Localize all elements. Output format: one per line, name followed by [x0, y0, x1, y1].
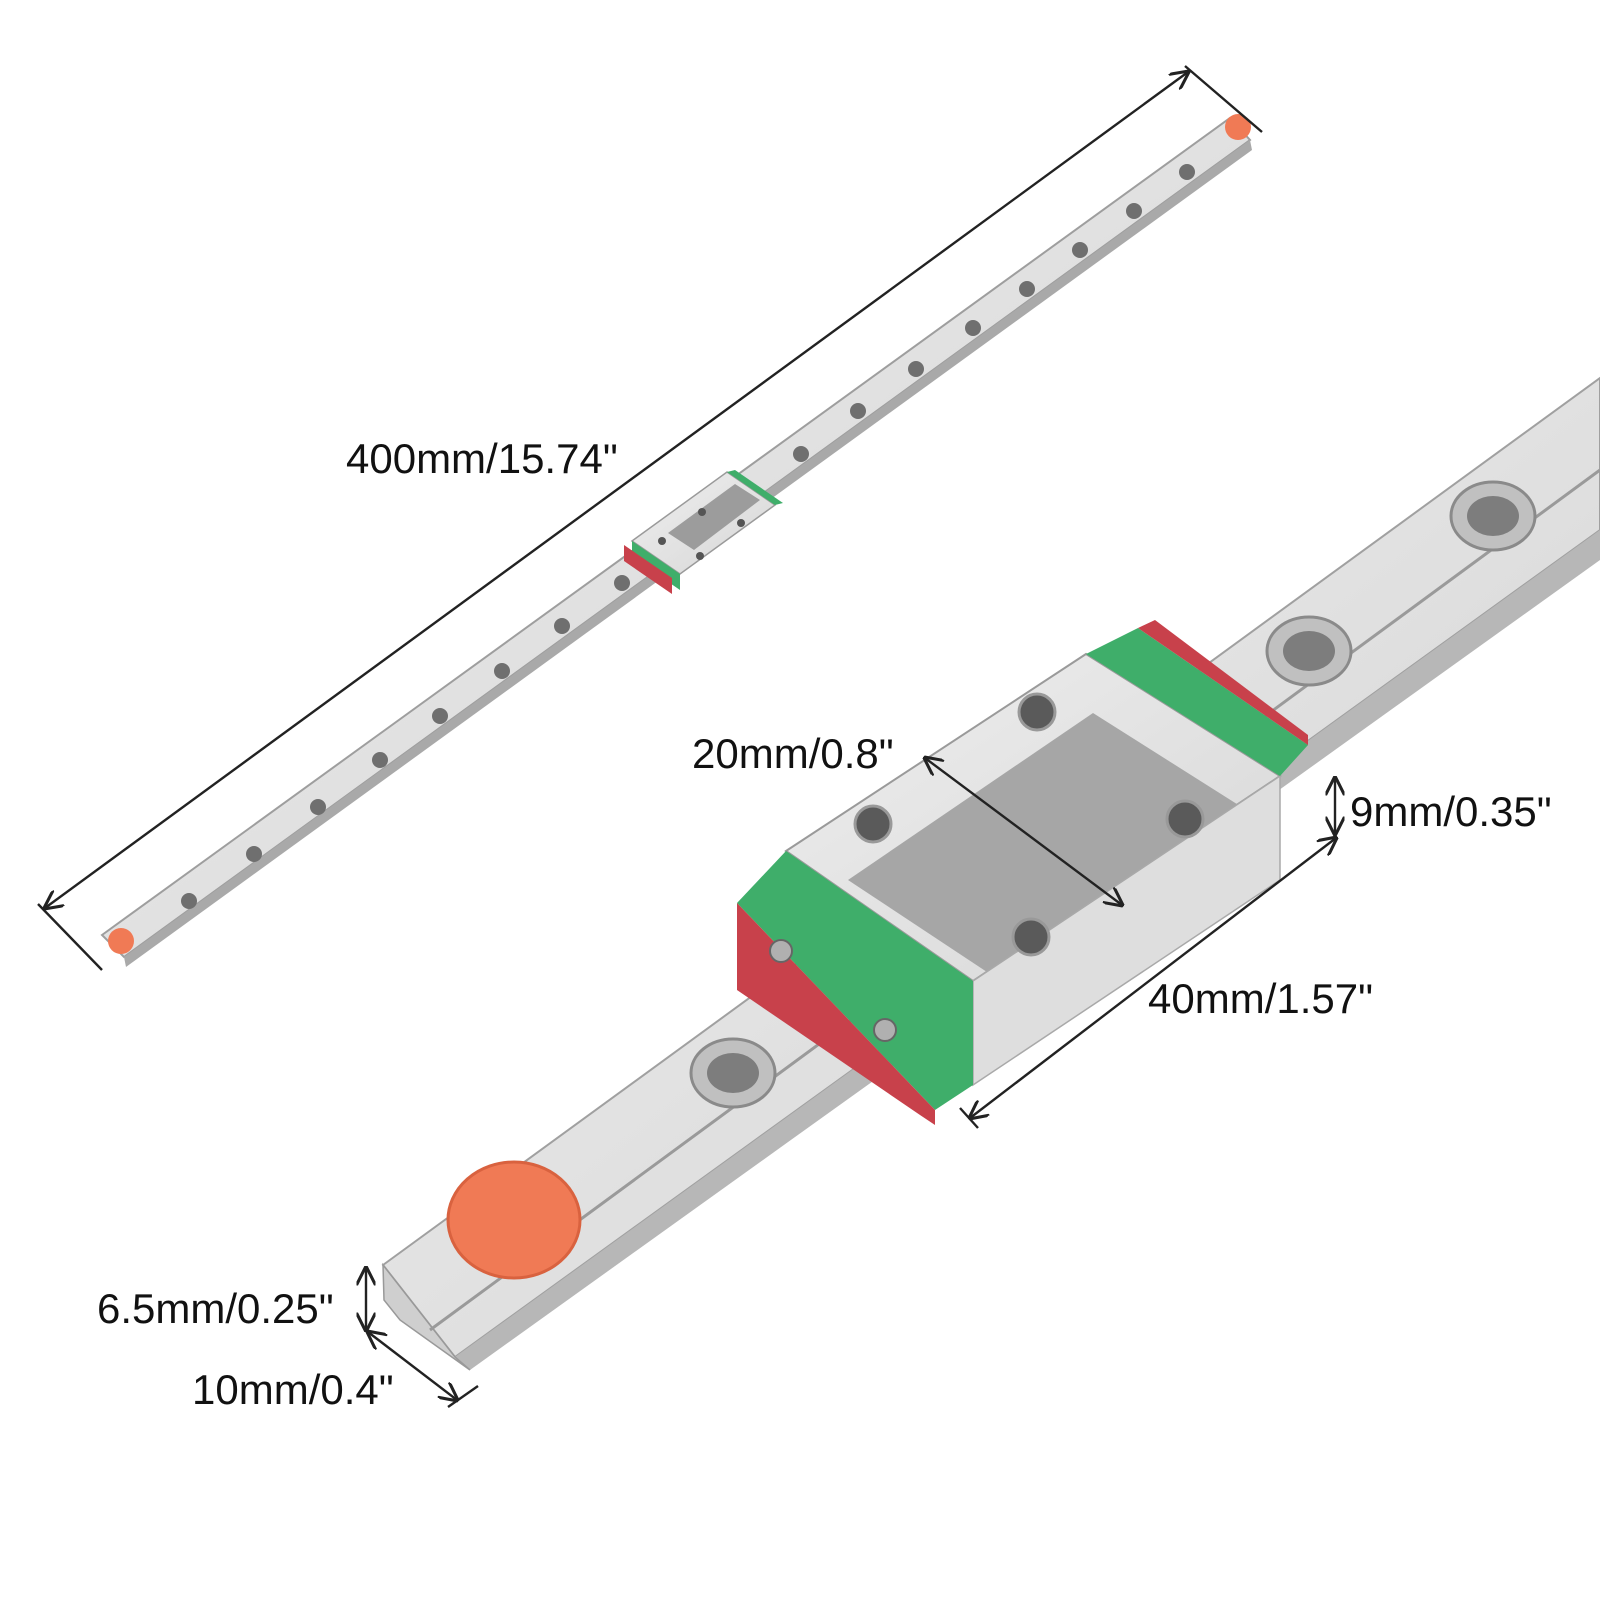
end-cap-screw [873, 1018, 897, 1042]
end-seal-green-front [737, 851, 973, 1110]
dimension-label-block-length: 40mm/1.57" [1148, 975, 1374, 1022]
end-plug-left [108, 928, 134, 954]
dimension-lines [37, 65, 1336, 1408]
dimension-label-rail-height: 6.5mm/0.25" [97, 1285, 334, 1332]
dimension-label-rail-width: 10mm/0.4" [192, 1366, 394, 1413]
dimension-label-total-length: 400mm/15.74" [346, 435, 618, 482]
end-cap-screw [769, 939, 793, 963]
small-carriage-block [624, 470, 783, 594]
dimension-label-hole-spacing: 20mm/0.8" [692, 730, 894, 777]
dim-line-rail-width [368, 1332, 457, 1400]
end-plug-right [1225, 114, 1251, 140]
orange-hole-plug [446, 1160, 582, 1280]
dim-line-block-length [970, 838, 1336, 1118]
closeup-mount-holes [689, 480, 1537, 1109]
dimension-label-block-height: 9mm/0.35" [1350, 788, 1552, 835]
dim-line-total-length [45, 72, 1188, 908]
